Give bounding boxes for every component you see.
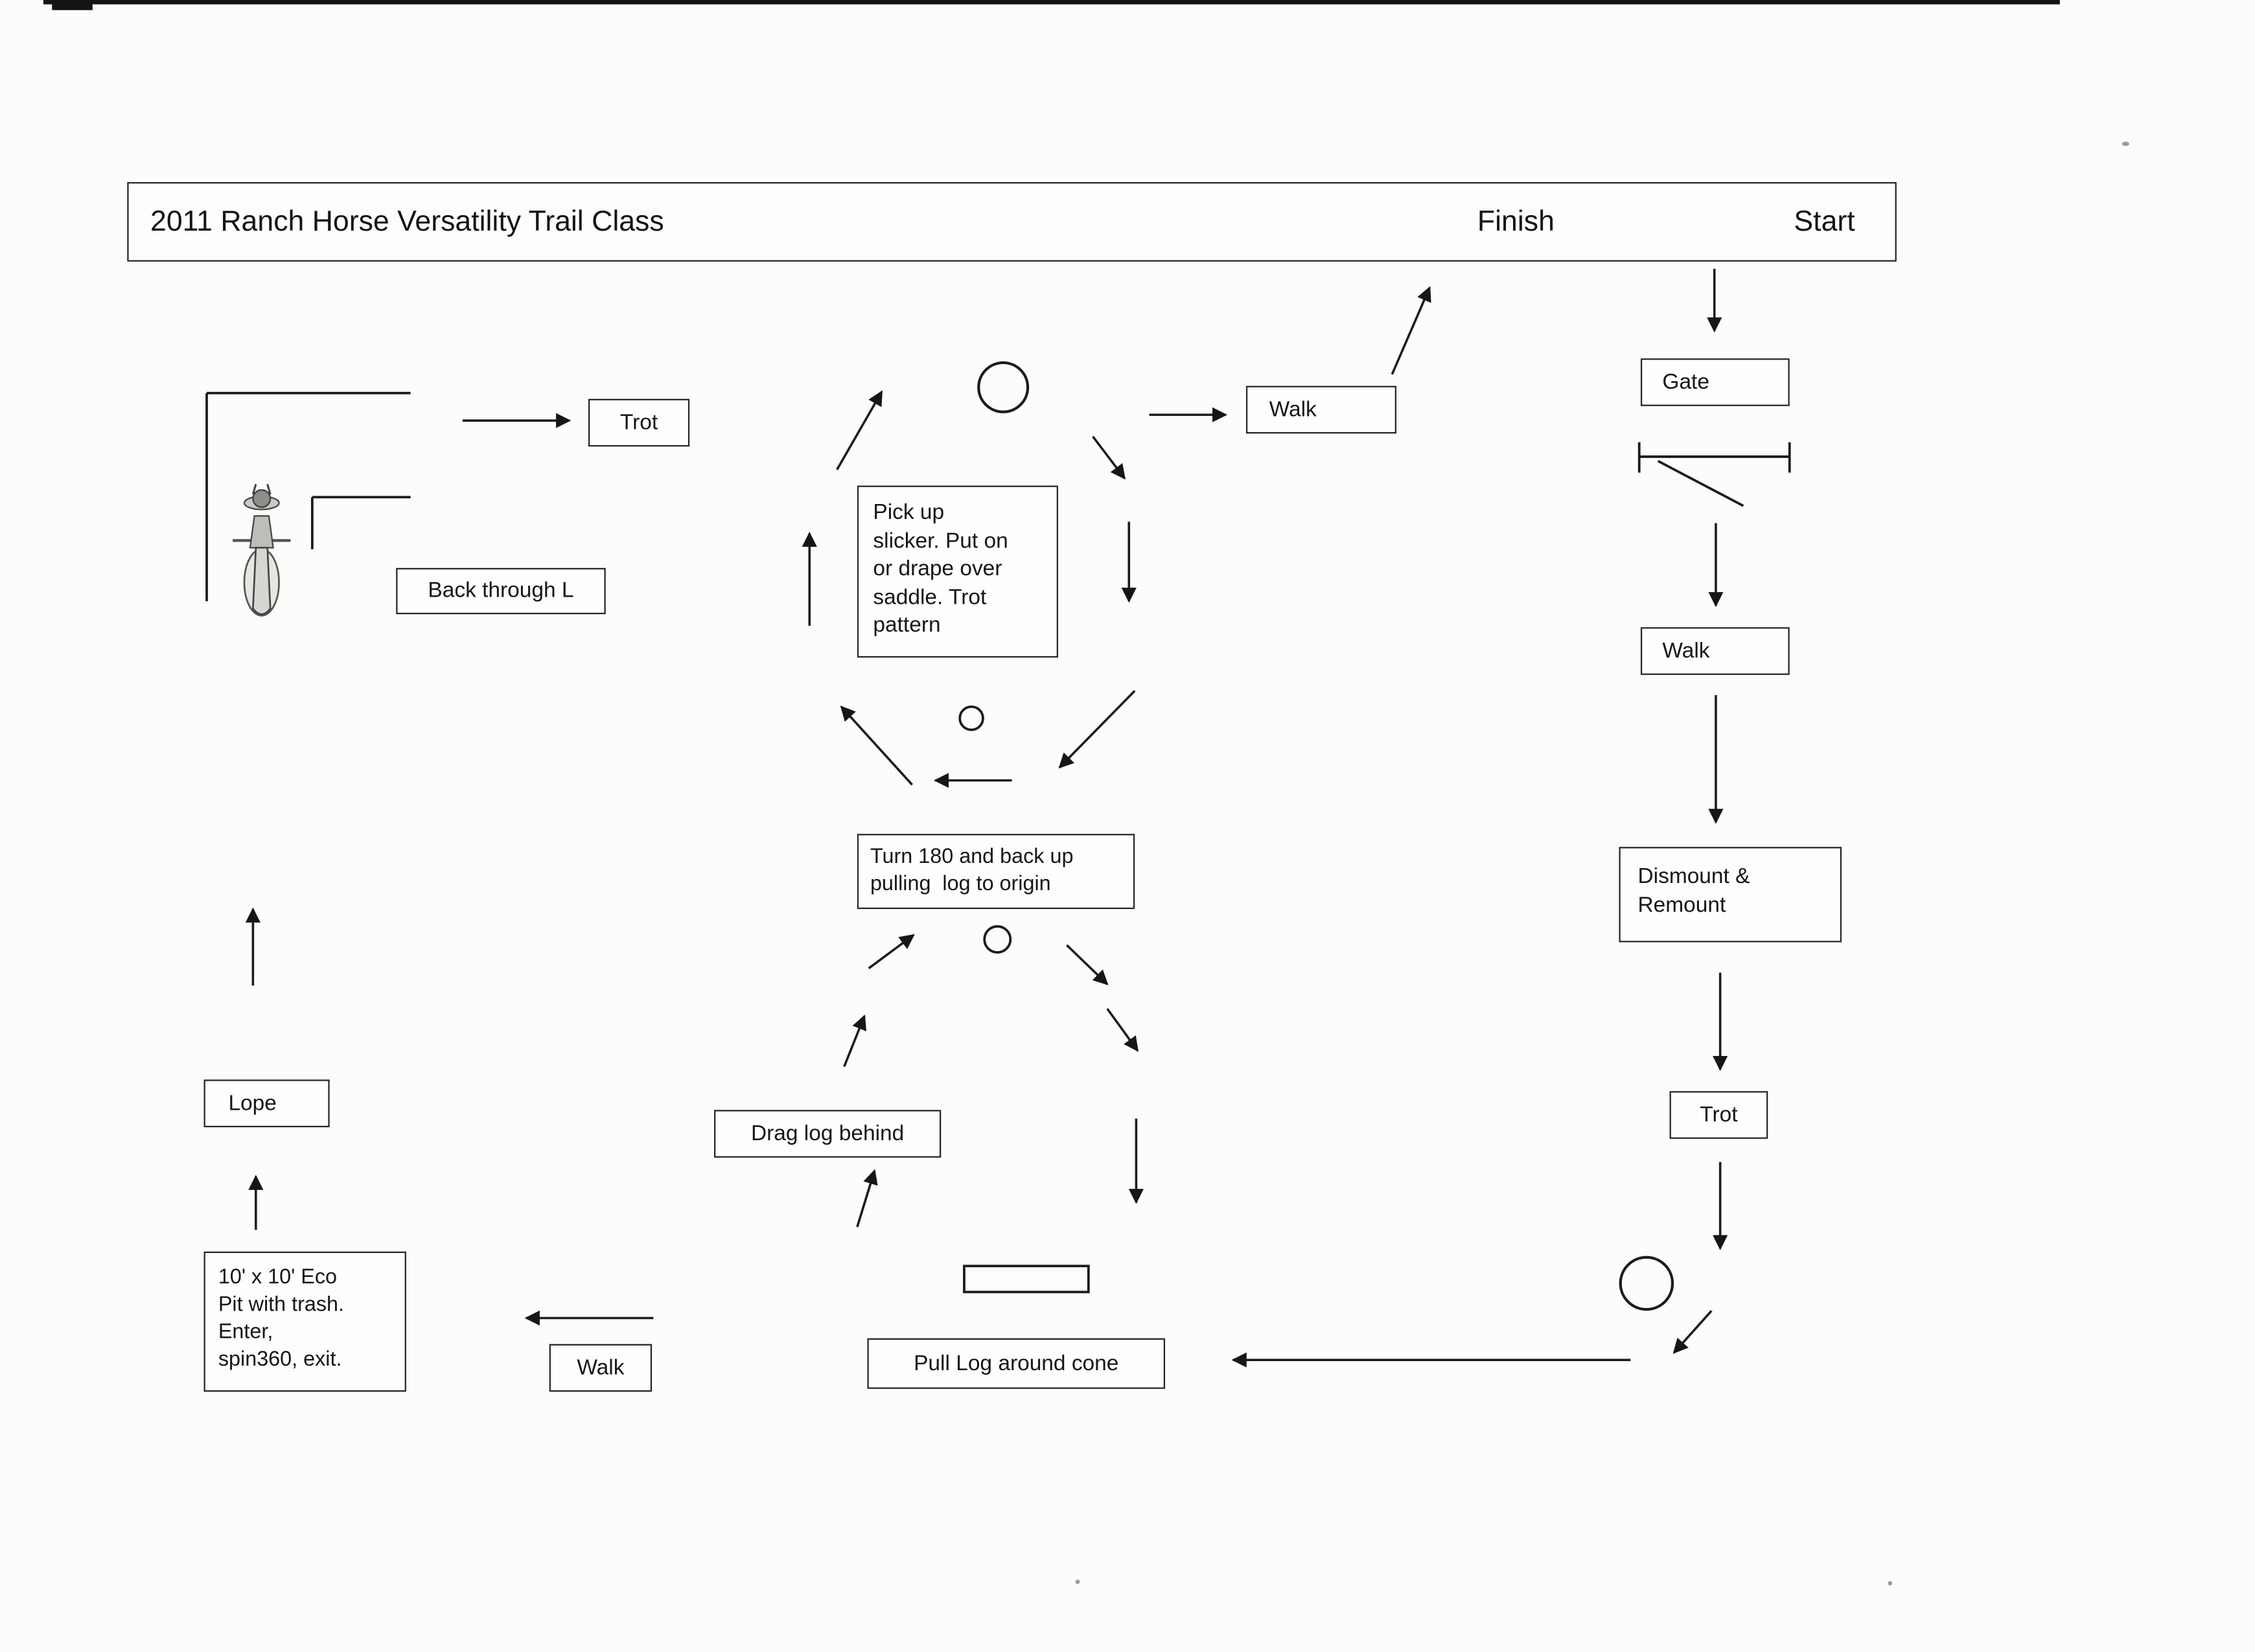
cone-circle-right	[1619, 1256, 1674, 1311]
drag-log-box: Drag log behind	[714, 1110, 942, 1158]
walk-box-top: Walk	[1245, 385, 1396, 434]
arrow-cone-turn-left	[1672, 1310, 1713, 1354]
eco-pit-box: 10' x 10' Eco Pit with trash. Enter, spi…	[203, 1251, 406, 1392]
slicker-box: Pick up slicker. Put on or drape over sa…	[857, 485, 1058, 658]
start-label: Start	[1794, 205, 1855, 237]
dismount-remount-box: Dismount & Remount	[1619, 847, 1842, 943]
page-title: 2011 Ranch Horse Versatility Trail Class	[150, 205, 664, 237]
title-bar: 2011 Ranch Horse Versatility Trail Class…	[127, 182, 1897, 262]
scan-speck	[1075, 1579, 1080, 1584]
scan-edge-blob	[52, 0, 93, 10]
scan-speck	[2122, 141, 2129, 146]
arrow-loop-down-right-2	[1106, 1008, 1139, 1052]
turn-180-box: Turn 180 and back up pulling log to orig…	[857, 834, 1135, 910]
trot-box-right: Trot	[1669, 1091, 1768, 1139]
finish-label: Finish	[1477, 205, 1555, 237]
pull-log-box: Pull Log around cone	[867, 1338, 1166, 1389]
lope-box: Lope	[203, 1079, 330, 1128]
arrow-serpentine-up-left	[840, 706, 913, 786]
cone-circle-middle	[958, 705, 984, 731]
walk-box-bottom: Walk	[549, 1344, 653, 1392]
scan-speck	[1888, 1581, 1893, 1586]
arrow-drag-to-turn	[843, 1015, 867, 1067]
cone-circle-top	[977, 361, 1030, 413]
arrow-log-to-drag	[856, 1169, 878, 1228]
gate-diagonal	[1657, 459, 1744, 507]
walk-box-right: Walk	[1640, 627, 1790, 675]
arrow-cone-down-right	[1092, 435, 1126, 480]
gate-box: Gate	[1640, 358, 1790, 406]
arrow-loop-down-right-1	[1066, 944, 1109, 985]
cone-circle-lower	[983, 925, 1012, 954]
horse-rider-figure	[233, 483, 291, 617]
log-rectangle	[963, 1265, 1090, 1294]
back-through-l-box: Back through L	[396, 568, 606, 615]
arrow-serpentine-down-left	[1058, 690, 1136, 769]
trot-box-top: Trot	[588, 398, 690, 447]
scan-edge-top	[43, 0, 2060, 5]
arrow-loop-up-right	[868, 934, 915, 970]
arrow-up-to-top-cone	[836, 390, 883, 470]
arrow-walk-to-finish	[1391, 286, 1431, 375]
